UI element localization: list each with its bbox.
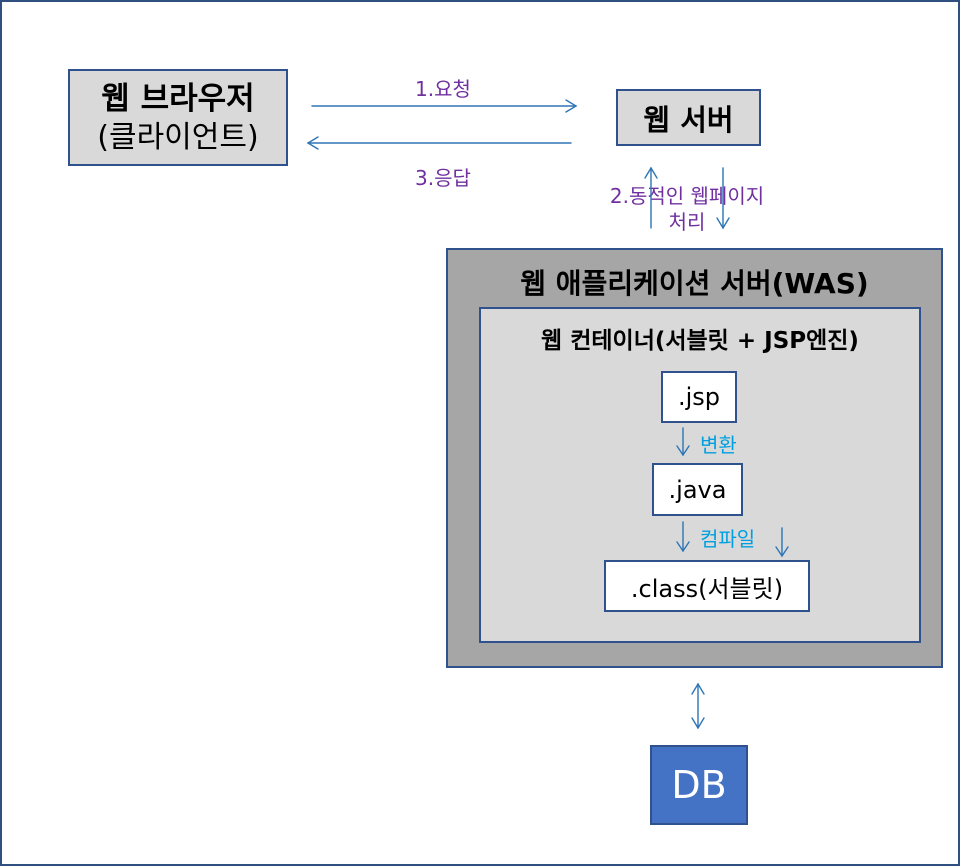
convert-label: 변환 bbox=[700, 433, 737, 457]
web-browser-subtitle: (클라이언트) bbox=[97, 119, 259, 155]
dynamic-processing-line1: 2.동적인 웹페이지 bbox=[609, 184, 765, 208]
web-browser-box: 웹 브라우저 (클라이언트) bbox=[68, 69, 288, 166]
java-label: .java bbox=[668, 475, 727, 504]
web-server-label: 웹 서버 bbox=[643, 102, 734, 137]
java-box: .java bbox=[652, 463, 743, 516]
jsp-label: .jsp bbox=[677, 383, 721, 411]
jsp-box: .jsp bbox=[661, 371, 737, 423]
compile-label: 컴파일 bbox=[700, 527, 756, 551]
web-server-box: 웹 서버 bbox=[616, 89, 761, 146]
db-box: DB bbox=[650, 745, 748, 825]
web-container-title: 웹 컨테이너(서블릿 + JSP엔진) bbox=[541, 328, 859, 354]
response-label: 3.응답 bbox=[415, 166, 471, 190]
class-label: .class(서블릿) bbox=[630, 574, 784, 603]
request-label: 1.요청 bbox=[415, 77, 471, 101]
web-browser-title: 웹 브라우저 bbox=[101, 80, 255, 117]
dynamic-processing-label: 2.동적인 웹페이지 처리 bbox=[592, 183, 782, 235]
db-label: DB bbox=[671, 763, 727, 807]
class-box: .class(서블릿) bbox=[604, 560, 810, 612]
was-title: 웹 애플리케이션 서버(WAS) bbox=[520, 267, 869, 300]
dynamic-processing-line2: 처리 bbox=[668, 210, 706, 234]
